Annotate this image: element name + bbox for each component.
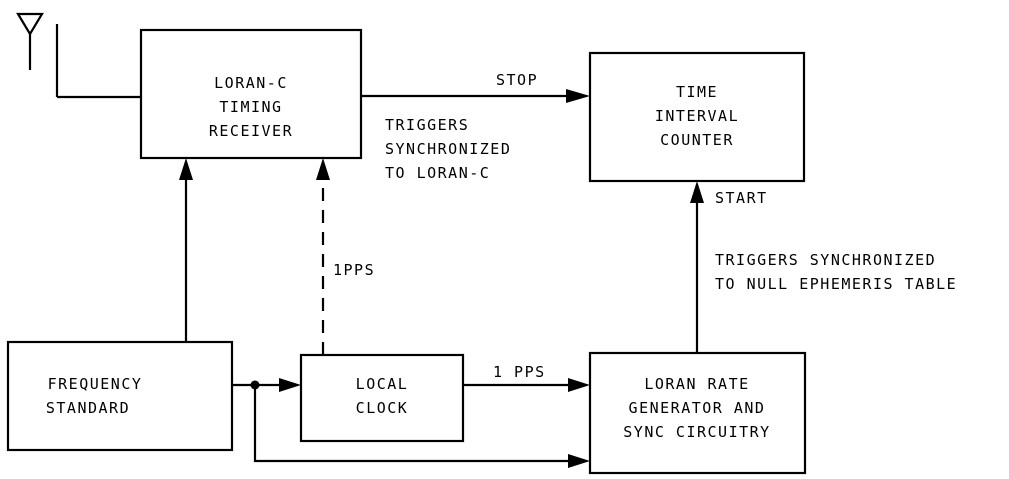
start-label: START [715,189,768,207]
stop-label: STOP [496,71,538,89]
frequency-to-generator-arrow [253,385,590,468]
frequency-to-receiver-arrow [179,158,193,342]
frequency-standard-label-line-2: STANDARD [46,399,130,417]
triggers-null-line-2: TO NULL EPHEMERIS TABLE [715,275,957,293]
receiver-label-line-3: RECEIVER [209,122,293,140]
time-interval-counter-block: TIME INTERVAL COUNTER [588,51,806,183]
receiver-label-line-2: TIMING [219,98,282,116]
start-arrow [690,181,704,353]
clock-to-generator-arrow [463,378,590,392]
triggers-loran-line-1: TRIGGERS [385,116,469,134]
generator-label-line-2: GENERATOR AND [629,399,766,417]
local-clock-label-line-2: CLOCK [356,399,409,417]
local-clock-block: LOCAL CLOCK [299,353,465,443]
counter-label-line-1: TIME [676,83,718,101]
triggers-loran-line-3: TO LORAN-C [385,164,490,182]
frequency-to-clock-arrow [232,378,301,392]
triggers-null-line-1: TRIGGERS SYNCHRONIZED [715,251,936,269]
stop-arrow [361,89,590,103]
frequency-standard-label-line-1: FREQUENCY [48,375,143,393]
local-clock-label-line-1: LOCAL [356,375,409,393]
counter-label-line-3: COUNTER [660,131,734,149]
counter-label-line-2: INTERVAL [655,107,739,125]
one-pps-dashed-arrow [316,158,330,355]
frequency-standard-block: FREQUENCY STANDARD [6,340,234,452]
antenna-icon [16,12,44,70]
one-pps-dashed-label: 1PPS [333,261,375,279]
triggers-loran-line-2: SYNCHRONIZED [385,140,511,158]
receiver-label-line-1: LORAN-C [214,74,288,92]
one-pps-label: 1 PPS [493,363,546,381]
generator-label-line-3: SYNC CIRCUITRY [623,423,770,441]
generator-label-line-1: LORAN RATE [644,375,749,393]
loran-c-timing-receiver-block: LORAN-C TIMING RECEIVER [139,28,363,160]
loran-rate-generator-block: LORAN RATE GENERATOR AND SYNC CIRCUITRY [588,351,807,475]
